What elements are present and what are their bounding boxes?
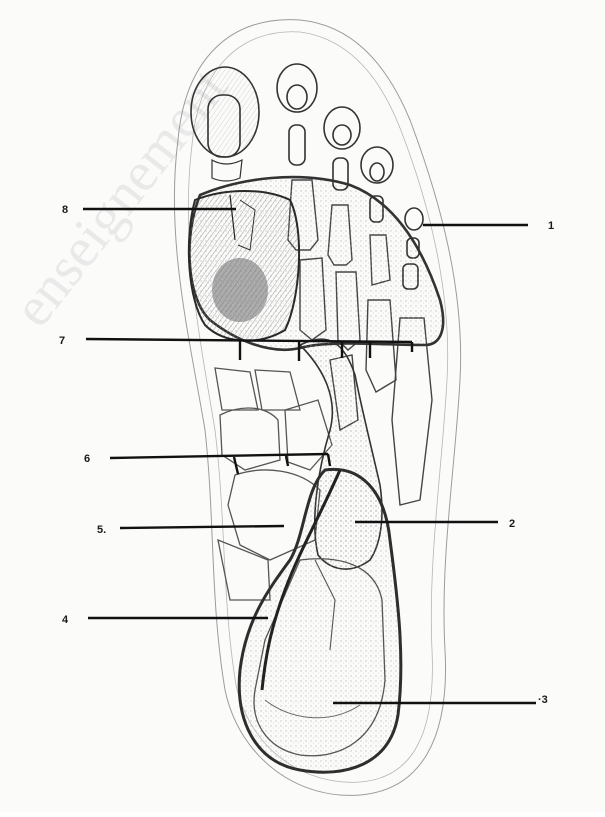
third-toe-pad xyxy=(324,107,360,149)
fourth-toe-pad xyxy=(361,147,393,183)
label-2: 2 xyxy=(509,518,515,530)
leader-line-6 xyxy=(110,454,328,458)
label-1: 1 xyxy=(548,220,554,232)
label-8: 8 xyxy=(62,204,68,216)
label-5: 5. xyxy=(97,524,106,536)
fifth-toe-pad xyxy=(405,208,423,230)
label-4: 4 xyxy=(62,614,69,626)
sesamoid-shadow xyxy=(212,258,268,322)
second-toe-pad xyxy=(277,64,317,112)
label-6: 6 xyxy=(84,453,90,465)
label-3: ·3 xyxy=(538,694,548,706)
big-toe-pad xyxy=(191,67,259,157)
leader-line-5 xyxy=(120,526,284,528)
label-7: 7 xyxy=(59,335,65,347)
